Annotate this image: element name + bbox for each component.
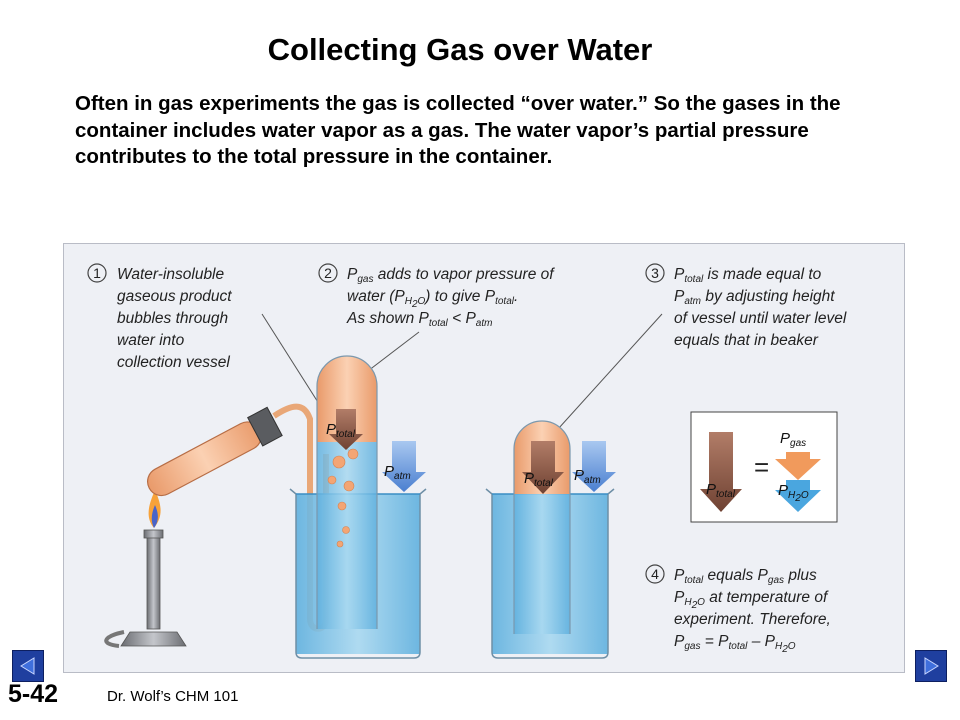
bunsen-burner <box>104 490 187 648</box>
pressure-equation-box: Ptotal = Pgas PH2O <box>690 411 838 523</box>
svg-text:Ptotal: Ptotal <box>326 421 356 440</box>
svg-text:=: = <box>754 452 769 482</box>
step-3-line-1: Ptotal is made equal to <box>674 266 822 285</box>
p-h2o-segment <box>775 480 821 512</box>
gas-bubbles <box>327 448 359 548</box>
svg-text:Patm: Patm <box>384 463 411 482</box>
slide-number: 5-42 <box>8 680 59 708</box>
step-3-number-circle <box>645 263 665 283</box>
step-2-caption: 2 Pgas adds to vapor pressure of water (… <box>318 263 555 329</box>
step-2-line-3: As shown Ptotal < Patm <box>346 310 492 329</box>
step-3-line-4: equals that in beaker <box>674 332 819 349</box>
svg-text:Ptotal: Ptotal <box>524 470 554 489</box>
step-4-line-3: experiment. Therefore, <box>674 611 831 628</box>
svg-text:Patm: Patm <box>574 467 601 486</box>
next-slide-button[interactable] <box>915 650 947 682</box>
step-4-number-circle <box>645 564 665 584</box>
step-4-caption: 4 Ptotal equals Pgas plus PH2O at temper… <box>645 564 831 655</box>
step-1-line-5: collection vessel <box>117 354 230 371</box>
slide-title: Collecting Gas over Water <box>267 32 653 67</box>
step-4-line-2: PH2O at temperature of <box>674 589 829 611</box>
previous-slide-icon <box>20 657 35 675</box>
step-3-line-3: of vessel until water level <box>674 310 847 327</box>
p-atm-arrow-1: Patm <box>382 441 426 492</box>
step-2-line-1: Pgas adds to vapor pressure of <box>347 266 555 285</box>
step-1-number: 1 <box>93 265 101 281</box>
collection-vessel-1 <box>316 355 378 629</box>
apparatus-diagram: 1 Water-insoluble gaseous product bubble… <box>87 263 847 659</box>
reaction-test-tube <box>147 406 283 497</box>
gas-collection-figure: 1 Water-insoluble gaseous product bubble… <box>63 243 905 673</box>
step-3-number: 3 <box>651 265 659 281</box>
step-3-caption: 3 Ptotal is made equal to Patm by adjust… <box>645 263 847 349</box>
step-4-number: 4 <box>651 566 659 582</box>
step-2-line-2: water (PH2O) to give Ptotal. <box>347 288 518 310</box>
step-1-line-3: bubbles through <box>117 310 228 327</box>
step-2-number: 2 <box>324 265 332 281</box>
step-1-number-circle <box>87 263 107 283</box>
intro-text: Often in gas experiments the gas is coll… <box>75 92 841 168</box>
p-gas-segment <box>775 452 821 480</box>
p-total-arrow-2: Ptotal <box>522 441 564 494</box>
p-atm-arrow-2: Patm <box>572 441 616 492</box>
p-total-arrow-1: Ptotal <box>326 409 363 450</box>
step-2-number-circle <box>318 263 338 283</box>
footer-text: Dr. Wolf’s CHM 101 <box>107 688 239 705</box>
svg-text:PH2O: PH2O <box>778 482 809 504</box>
step-1-line-1: Water-insoluble <box>117 266 225 283</box>
step-4-line-1: Ptotal equals Pgas plus <box>674 567 817 586</box>
step-1-caption: 1 Water-insoluble gaseous product bubble… <box>87 263 232 371</box>
step-3-line-2: Patm by adjusting height <box>674 288 835 307</box>
previous-slide-button[interactable] <box>12 650 44 682</box>
step-1-line-2: gaseous product <box>117 288 232 305</box>
next-slide-icon <box>924 657 939 675</box>
step-1-line-4: water into <box>117 332 185 349</box>
svg-text:Pgas: Pgas <box>780 430 806 449</box>
svg-text:Ptotal: Ptotal <box>706 481 736 500</box>
pointer-line-3 <box>548 313 663 440</box>
step-4-line-4: Pgas = Ptotal – PH2O <box>674 633 796 655</box>
p-total-bar <box>700 432 742 512</box>
pointer-line-2 <box>363 331 420 375</box>
